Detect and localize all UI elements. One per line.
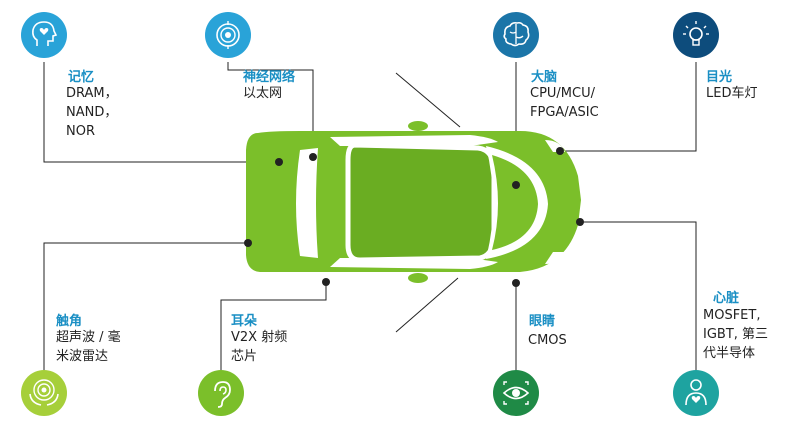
head-heart-icon: [21, 12, 67, 58]
heart-title: 心脏: [713, 291, 740, 306]
eyes-light-desc: LED车灯: [706, 86, 758, 101]
connector-dots: [244, 147, 584, 287]
car-illustration: [246, 121, 581, 283]
target-icon: [205, 12, 251, 58]
eyes-light-title: 目光: [706, 70, 733, 85]
eye-title: 眼睛: [529, 314, 556, 329]
lightbulb-icon: [673, 12, 719, 58]
memory-title: 记忆: [68, 70, 95, 85]
person-heart-icon: [673, 370, 719, 416]
ears-desc: V2X 射频 芯片: [231, 330, 288, 364]
brain-title: 大脑: [531, 70, 558, 85]
neural-network-desc: 以太网: [243, 86, 283, 101]
hands-icon: [21, 370, 67, 416]
eye-desc: CMOS: [528, 333, 567, 348]
ear-icon: [198, 370, 244, 416]
brain-icon: [493, 12, 539, 58]
touch-title: 触角: [56, 314, 83, 329]
ears-title: 耳朵: [231, 314, 258, 329]
connector-lines: [43, 62, 697, 382]
brain-desc: CPU/MCU/ FPGA/ASIC: [530, 86, 599, 120]
eye-icon: [493, 370, 539, 416]
touch-desc: 超声波 / 毫 米波雷达: [56, 330, 121, 364]
memory-desc: DRAM， NAND， NOR: [66, 86, 118, 139]
neural-network-title: 神经网络: [243, 70, 296, 85]
heart-desc: MOSFET, IGBT, 第三 代半导体: [703, 308, 769, 361]
